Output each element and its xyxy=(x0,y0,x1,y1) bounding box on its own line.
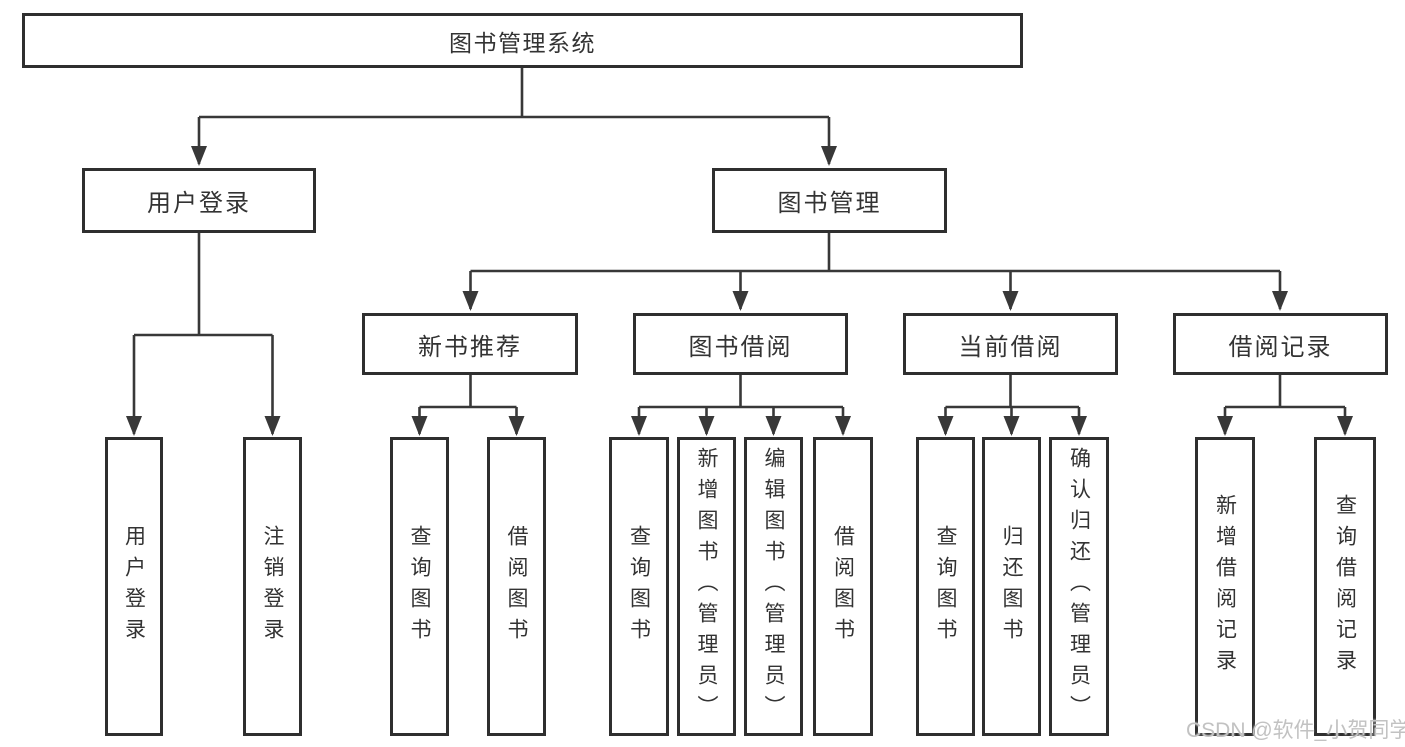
node-label: 当前借阅 xyxy=(958,333,1063,361)
node-user-login: 用户登录 xyxy=(82,168,316,233)
leaf-label: 新增借阅记录 xyxy=(1213,493,1237,680)
leaf-label: 查询借阅记录 xyxy=(1333,493,1357,680)
leaf-label: 借阅图书 xyxy=(831,524,855,649)
csdn-watermark: CSDN @软件_小贺同学 xyxy=(1186,719,1405,742)
leaf-logout: 注销登录 xyxy=(243,437,302,736)
leaf-add-borrow-record: 新增借阅记录 xyxy=(1195,437,1255,736)
leaf-label: 新增图书（管理员） xyxy=(695,447,718,726)
connector-trunk-lines xyxy=(134,68,1345,409)
leaf-query-borrow-record: 查询借阅记录 xyxy=(1314,437,1376,736)
leaf-return-books: 归还图书 xyxy=(982,437,1041,736)
leaf-label: 用户登录 xyxy=(122,524,146,649)
leaf-label: 查询图书 xyxy=(408,524,431,649)
node-book-borrow: 图书借阅 xyxy=(633,313,848,375)
leaf-borrow-books-recommend: 借阅图书 xyxy=(487,437,546,736)
leaf-edit-books-admin: 编辑图书（管理员） xyxy=(744,437,803,736)
leaf-label: 查询图书 xyxy=(627,524,651,649)
leaf-label: 借阅图书 xyxy=(505,524,528,649)
leaf-query-books-borrow: 查询图书 xyxy=(609,437,669,736)
leaf-query-books-recommend: 查询图书 xyxy=(390,437,449,736)
node-label: 用户登录 xyxy=(147,190,251,217)
leaf-label: 注销登录 xyxy=(261,524,284,649)
leaf-query-books-current: 查询图书 xyxy=(916,437,975,736)
leaf-confirm-return-admin: 确认归还（管理员） xyxy=(1049,437,1109,736)
node-new-book-recommend: 新书推荐 xyxy=(362,313,578,375)
leaf-label: 归还图书 xyxy=(1000,524,1023,649)
node-label: 图书管理系统 xyxy=(449,29,596,56)
leaf-label: 编辑图书（管理员） xyxy=(762,447,785,726)
node-library-management-system: 图书管理系统 xyxy=(22,13,1023,68)
node-label: 借阅记录 xyxy=(1228,333,1333,361)
node-label: 图书借阅 xyxy=(688,333,793,361)
node-borrow-record: 借阅记录 xyxy=(1173,313,1388,375)
node-book-management: 图书管理 xyxy=(712,168,947,233)
leaf-label: 查询图书 xyxy=(934,524,957,649)
leaf-user-login: 用户登录 xyxy=(105,437,163,736)
node-label: 新书推荐 xyxy=(418,333,522,361)
leaf-add-books-admin: 新增图书（管理员） xyxy=(677,437,736,736)
leaf-borrow-books: 借阅图书 xyxy=(813,437,873,736)
leaf-label: 确认归还（管理员） xyxy=(1067,447,1091,726)
node-label: 图书管理 xyxy=(777,190,882,217)
node-current-borrow: 当前借阅 xyxy=(903,313,1118,375)
